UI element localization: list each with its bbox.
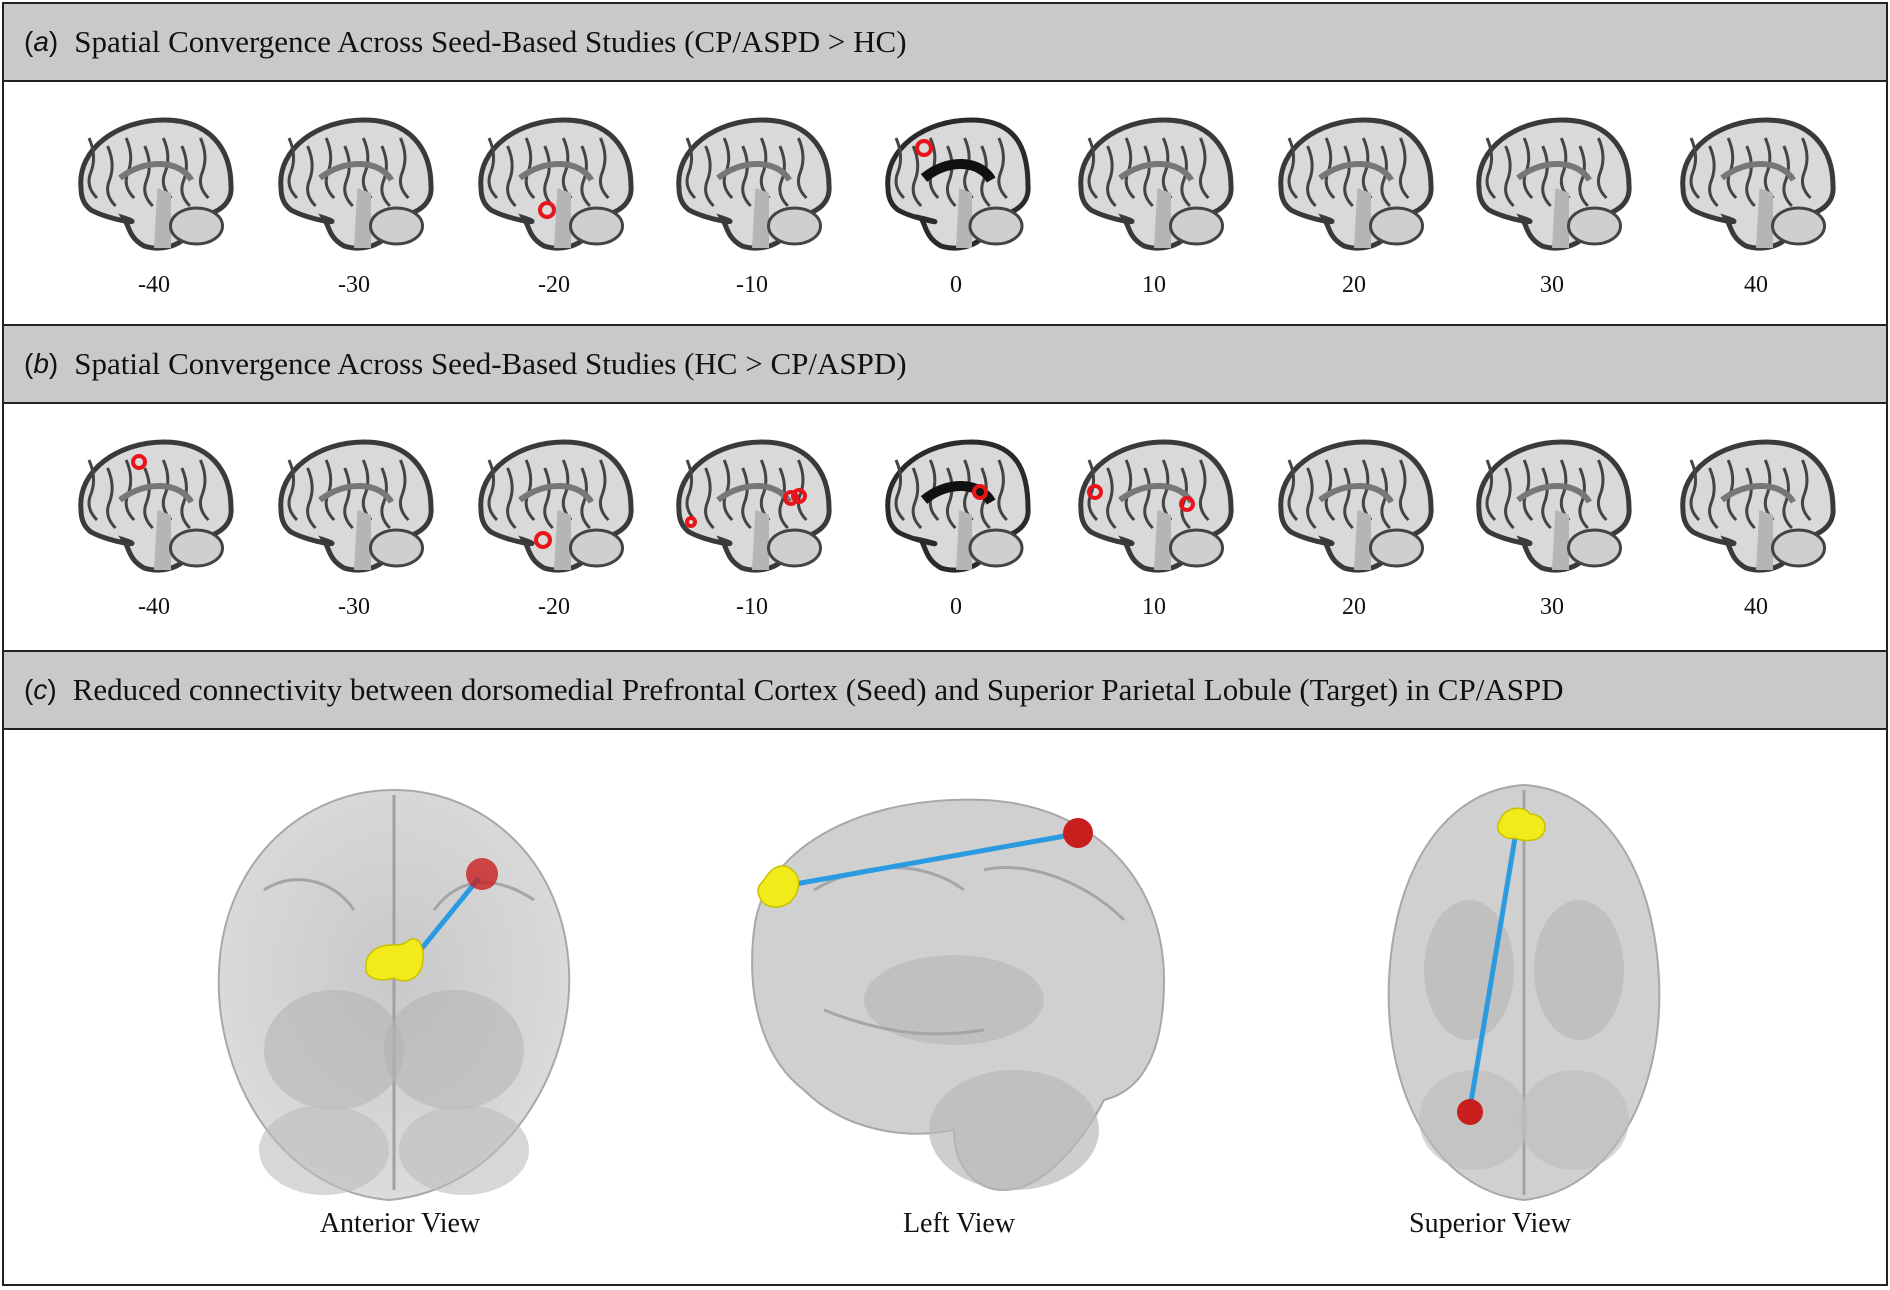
slice-coordinate-label: 10 <box>1142 594 1166 620</box>
brain-slice <box>69 430 239 580</box>
slice-coordinate-label: 30 <box>1540 594 1564 620</box>
left-view-label: Left View <box>902 1208 1016 1239</box>
panel-a-title: Spatial Convergence Across Seed-Based St… <box>74 24 907 59</box>
anterior-edge <box>412 876 481 960</box>
activation-cluster <box>972 484 988 500</box>
slice-coordinate-label: 40 <box>1744 272 1768 298</box>
panel-b-letter: (b) <box>24 348 59 379</box>
left-target-node <box>1063 818 1093 848</box>
panel-b-slices: -40 -30 -20 -10 0 10 20 30 40 <box>4 404 1886 652</box>
activation-cluster <box>534 531 552 549</box>
slice-coordinate-label: -10 <box>736 594 768 620</box>
brain-slice <box>1671 108 1841 258</box>
activation-cluster <box>538 201 556 219</box>
brain-slice <box>269 108 439 258</box>
activation-cluster <box>783 490 799 506</box>
panel-c-letter: (c) <box>24 674 57 705</box>
slice-coordinate-label: -10 <box>736 272 768 298</box>
superior-target-node <box>1457 1099 1483 1125</box>
brain-slice <box>876 108 1036 258</box>
left-seed-node <box>757 865 800 908</box>
brain-slice <box>1467 108 1637 258</box>
brain-slice <box>1269 108 1439 258</box>
slice-coordinate-label: 0 <box>950 594 962 620</box>
brain-slice <box>269 430 439 580</box>
brain-slice <box>1671 430 1841 580</box>
superior-view-label: Superior View <box>1409 1208 1571 1239</box>
activation-cluster <box>1087 484 1103 500</box>
activation-cluster <box>791 488 807 504</box>
left-edge <box>783 831 1077 889</box>
brain-slice <box>69 108 239 258</box>
superior-seed-node <box>1496 807 1546 842</box>
panel-a-slices: -40 -30 -20 -10 0 10 20 30 40 <box>4 82 1886 326</box>
slice-coordinate-label: -30 <box>338 594 370 620</box>
panel-b-header: (b) Spatial Convergence Across Seed-Base… <box>4 326 1886 404</box>
brain-slice <box>1069 108 1239 258</box>
slice-coordinate-label: 20 <box>1342 272 1366 298</box>
brain-slice <box>469 430 639 580</box>
activation-cluster <box>131 454 147 470</box>
panel-c-title: Reduced connectivity between dorsomedial… <box>72 672 1564 707</box>
panel-c-header: (c) Reduced connectivity between dorsome… <box>4 652 1886 730</box>
activation-cluster <box>915 139 933 157</box>
activation-cluster <box>1179 496 1195 512</box>
brain-slice <box>667 430 837 580</box>
superior-view-brain <box>1364 770 1684 1215</box>
slice-coordinate-label: 30 <box>1540 272 1564 298</box>
panel-c-views: Anterior View Left View <box>4 730 1886 1284</box>
brain-slice <box>469 108 639 258</box>
slice-coordinate-label: 20 <box>1342 594 1366 620</box>
brain-slice <box>1467 430 1637 580</box>
left-view-brain <box>724 770 1184 1215</box>
slice-coordinate-label: 0 <box>950 272 962 298</box>
anterior-view-brain <box>204 770 584 1215</box>
slice-coordinate-label: 10 <box>1142 272 1166 298</box>
anterior-view-label: Anterior View <box>319 1208 481 1239</box>
panel-a-header: (a) Spatial Convergence Across Seed-Base… <box>4 4 1886 82</box>
slice-coordinate-label: -40 <box>138 272 170 298</box>
slice-coordinate-label: -30 <box>338 272 370 298</box>
panel-b-title: Spatial Convergence Across Seed-Based St… <box>74 346 907 381</box>
slice-coordinate-label: -40 <box>138 594 170 620</box>
anterior-target-node <box>466 858 498 890</box>
panel-a-letter: (a) <box>24 26 59 57</box>
slice-coordinate-label: -20 <box>538 594 570 620</box>
anterior-seed-node <box>365 938 424 982</box>
slice-coordinate-label: -20 <box>538 272 570 298</box>
superior-edge <box>1467 831 1519 1109</box>
activation-cluster <box>685 516 697 528</box>
brain-slice <box>1269 430 1439 580</box>
brain-slice <box>1069 430 1239 580</box>
slice-coordinate-label: 40 <box>1744 594 1768 620</box>
brain-slice <box>876 430 1036 580</box>
brain-slice <box>667 108 837 258</box>
